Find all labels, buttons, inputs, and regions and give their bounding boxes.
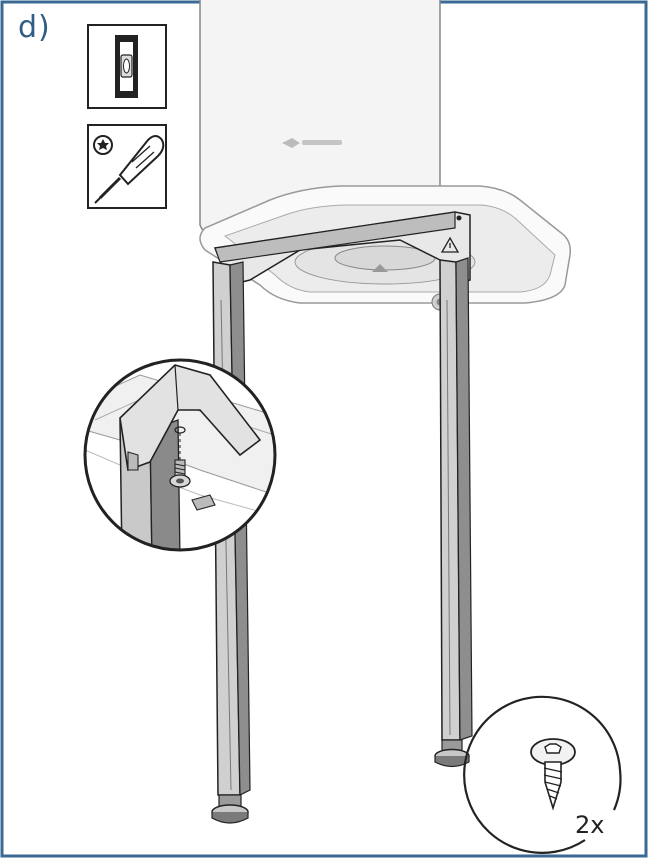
detail-screw bbox=[169, 459, 191, 488]
warning-icon bbox=[440, 236, 460, 253]
screw-icon bbox=[530, 738, 576, 811]
brand-logo bbox=[282, 138, 342, 148]
screw-part-callout bbox=[463, 695, 622, 854]
step-label: d) bbox=[18, 10, 51, 45]
torx-screwdriver-icon bbox=[87, 124, 167, 209]
right-leg bbox=[434, 257, 473, 768]
torx-bit-icon bbox=[93, 135, 113, 155]
detail-zoom-circle bbox=[83, 358, 277, 552]
spirit-level-icon bbox=[87, 24, 167, 109]
screw-quantity-label: 2x bbox=[575, 811, 605, 839]
